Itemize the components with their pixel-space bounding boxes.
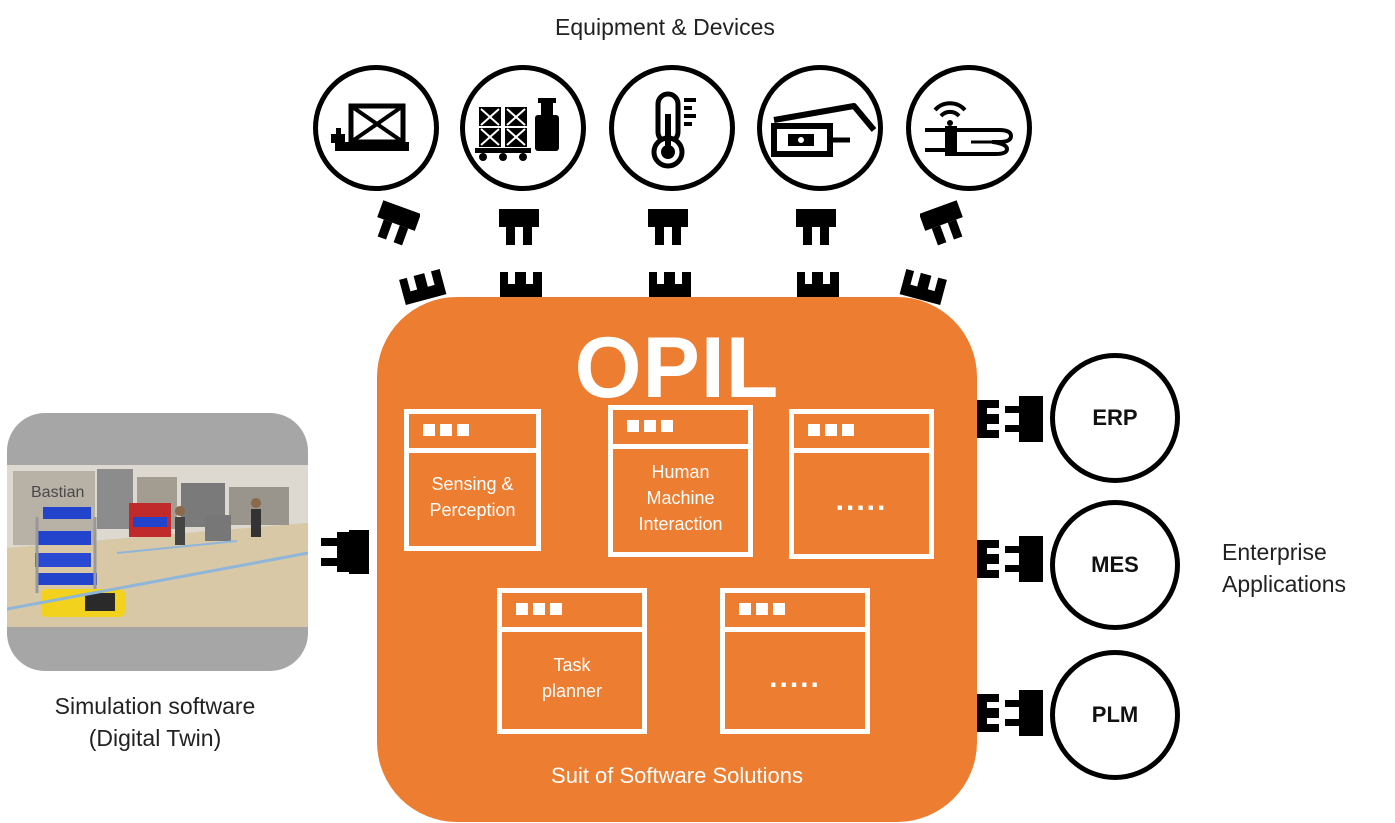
smart-glasses-icon <box>757 65 883 191</box>
plm-node: PLM <box>1050 650 1180 780</box>
socket-icon <box>797 272 839 298</box>
plug-male-icon <box>321 530 369 574</box>
module-placeholder: ..... <box>720 588 870 734</box>
erp-node: ERP <box>1050 353 1180 483</box>
svg-text:Bastian: Bastian <box>31 484 84 501</box>
equipment-devices-title: Equipment & Devices <box>555 14 775 40</box>
module-sensing-perception: Sensing &Perception <box>404 409 541 551</box>
connector-icon <box>977 690 1043 736</box>
suite-label: Suit of Software Solutions <box>551 763 803 788</box>
plug-male-icon <box>648 209 688 245</box>
window-titlebar <box>409 414 536 453</box>
socket-icon <box>399 269 447 306</box>
opil-title: OPIL <box>574 320 780 416</box>
plug-male-icon <box>499 209 539 245</box>
enterprise-caption: Enterprise Applications <box>1222 539 1347 597</box>
plug-male-icon <box>377 200 420 246</box>
plug-male-icon <box>796 209 836 245</box>
module-label: ..... <box>835 484 888 517</box>
window-titlebar <box>613 410 748 449</box>
socket-icon <box>899 269 947 306</box>
module-label: Sensing &Perception <box>429 474 516 520</box>
package-scale-icon <box>313 65 439 191</box>
pallet-load-icon <box>460 65 586 191</box>
mes-node: MES <box>1050 500 1180 630</box>
window-titlebar <box>794 414 929 453</box>
simulation-screenshot: Bastian <box>7 413 308 671</box>
socket-icon <box>500 272 542 298</box>
module-label: ..... <box>769 661 821 694</box>
connector-icon <box>977 536 1043 582</box>
plug-male-icon <box>920 200 963 246</box>
simulation-caption: Simulation software (Digital Twin) <box>54 693 256 751</box>
module-placeholder: ..... <box>789 409 934 559</box>
socket-icon <box>649 272 691 298</box>
window-titlebar <box>502 593 642 632</box>
wearable-wristband-icon <box>906 65 1032 191</box>
connector-icon <box>977 396 1043 442</box>
window-titlebar <box>725 593 865 632</box>
thermometer-icon <box>609 65 735 191</box>
